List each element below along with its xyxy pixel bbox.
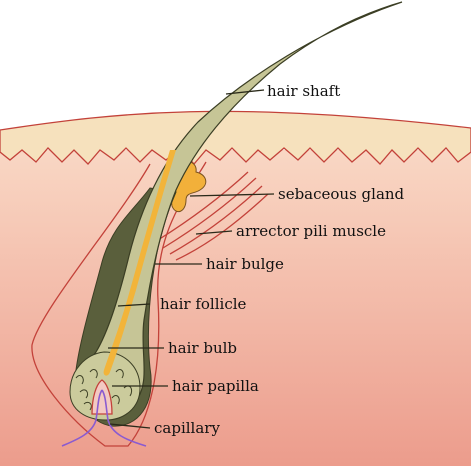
papilla-texture [75, 369, 133, 411]
label-hair-bulb: hair bulb [168, 339, 237, 357]
label-hair-follicle: hair follicle [160, 295, 247, 313]
epidermis-layer [0, 110, 471, 165]
capillary-vessel [61, 389, 147, 447]
dermis-layer [0, 150, 471, 466]
hair-core [103, 150, 176, 376]
label-arrector-pili-muscle: arrector pili muscle [236, 222, 386, 240]
label-capillary: capillary [154, 419, 220, 437]
label-hair-shaft: hair shaft [267, 82, 340, 100]
label-hair-bulge: hair bulge [206, 255, 284, 273]
label-hair-papilla: hair papilla [172, 377, 259, 395]
label-sebaceous-gland: sebaceous gland [278, 185, 405, 203]
leader-lines [108, 89, 275, 429]
dermal-papilla [91, 379, 113, 415]
